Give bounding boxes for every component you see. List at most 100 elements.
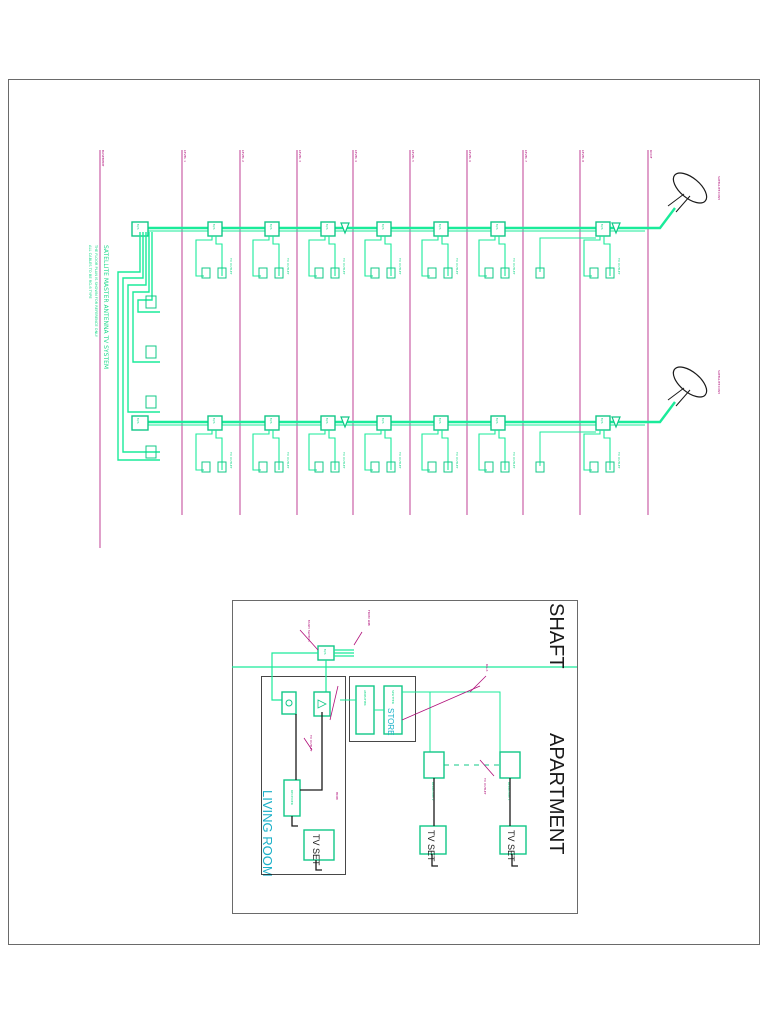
tv-outlet-icon (201, 267, 211, 279)
bedroom-2-tv (419, 825, 447, 855)
tv-outlet-icon (589, 267, 599, 279)
tv-outlet-icon (370, 461, 380, 473)
tv-outlet-caption: TV OUTLET (617, 257, 621, 275)
tv-outlet-icon (217, 267, 227, 279)
floor-label: BASEMENT (101, 150, 105, 167)
tv-outlet-icon (258, 461, 268, 473)
diagram-note-2: ALL CABLES TO BE RG-6 TYPE (88, 245, 92, 299)
tv-outlet-caption: TV OUTLET (398, 451, 402, 469)
riser-splitter-label: M/S (136, 418, 140, 424)
tv-outlet-icon (201, 461, 211, 473)
riser-splitter (490, 415, 506, 431)
tv-outlet-caption: TV OUTLET (398, 257, 402, 275)
tv-outlet-icon (484, 267, 494, 279)
living-room-outlet (281, 691, 297, 715)
riser-splitter-label: M/S (438, 418, 442, 424)
riser-splitter (207, 221, 223, 237)
riser-splitter (490, 221, 506, 237)
tv-outlet-icon (274, 461, 284, 473)
floor-label: LEVEL 7 (524, 150, 528, 162)
store-label: STORE (386, 708, 395, 735)
diagram-title-block: SATELLITE MASTER ANTENNA TV SYSTEM THE F… (88, 244, 109, 369)
riser-splitter-label: M/S (495, 418, 499, 424)
riser-splitter (264, 221, 280, 237)
riser-splitter-label: M/S (136, 224, 140, 230)
living-room-tv (303, 829, 335, 861)
riser-splitter-label: M/S (600, 224, 604, 230)
tv-outlet-caption: TV OUTLET (617, 451, 621, 469)
riser-splitter-label: M/S (325, 418, 329, 424)
tv-outlet-icon (427, 461, 437, 473)
svg-text:HDMI: HDMI (335, 792, 339, 800)
basement-outlets (145, 295, 157, 459)
svg-text:TV OUTLET: TV OUTLET (483, 777, 487, 795)
svg-text:RG-6: RG-6 (485, 664, 489, 671)
tv-outlet-icon (330, 461, 340, 473)
store-area (349, 676, 416, 742)
tv-outlet-caption: TV OUTLET (229, 451, 233, 469)
riser-splitter (131, 415, 149, 431)
floor-label: LEVEL 5 (411, 150, 415, 162)
amplifier-icon (611, 222, 621, 235)
floor-label: LEVEL 2 (241, 150, 245, 162)
shaft-multiswitch-label: M/S (323, 649, 327, 655)
living-room-tv-label: TV SET (311, 834, 321, 866)
riser-splitter-label: M/S (269, 224, 273, 230)
floor-lines (99, 150, 649, 548)
bedroom-cables (431, 778, 518, 867)
riser-splitter (320, 415, 336, 431)
basement-cable-bundle (117, 232, 160, 461)
riser-splitter-label: M/S (438, 224, 442, 230)
tv-outlet-icon (314, 267, 324, 279)
bedroom-1-outlet (499, 751, 521, 779)
amplifier-icon (340, 222, 350, 235)
store-cables (340, 691, 501, 752)
tv-outlet-icon (500, 461, 510, 473)
satellite-dish-label: SATELLITE DISH (717, 370, 721, 394)
riser-splitter-label: M/S (381, 224, 385, 230)
tv-outlet-caption: TV OUTLET (512, 451, 516, 469)
tv-outlet-caption: TV OUTLET (512, 257, 516, 275)
apartment-diagram: SHAFT APARTMENT LIVING ROOM M/S MULTI SW… (232, 600, 578, 914)
living-room-cables (291, 712, 323, 871)
tv-outlet-caption: TV OUTLET (455, 257, 459, 275)
tv-outlet-caption: TV OUTLET (342, 451, 346, 469)
tv-outlet-icon (386, 461, 396, 473)
svg-text:TV OUTLET: TV OUTLET (309, 734, 313, 752)
amplifier-label: AMPLIFIER (363, 690, 367, 706)
riser-splitter (264, 415, 280, 431)
diagram-title: SATELLITE MASTER ANTENNA TV SYSTEM (102, 245, 109, 369)
floor-label: ROOF (649, 150, 653, 159)
bedroom-2-tv-label: TV SET (426, 830, 436, 862)
receiver-label: RECEIVER (290, 790, 294, 805)
shaft-cables (271, 649, 354, 701)
tv-outlet-caption: TV OUTLET (342, 257, 346, 275)
tv-outlet-icon (370, 267, 380, 279)
tv-outlet-icon (443, 461, 453, 473)
apartment-label: APARTMENT (545, 733, 567, 855)
tv-outlet-icon (258, 267, 268, 279)
bedroom-1-tv-label: TV SET (506, 830, 516, 862)
tv-outlet-icon (589, 461, 599, 473)
tv-outlet-icon (427, 267, 437, 279)
tv-outlet-icon (314, 461, 324, 473)
tv-outlet-icon (484, 461, 494, 473)
riser-splitter (376, 221, 392, 237)
living-room-label: LIVING ROOM (260, 790, 275, 877)
tv-outlet-icon (605, 461, 615, 473)
living-room-area (261, 676, 346, 875)
bedroom-1-tv (499, 825, 527, 855)
tv-outlet-icon (217, 461, 227, 473)
satellite-dish-icon (672, 366, 708, 398)
floor-label: LEVEL 1 (183, 150, 187, 162)
bedroom-2-outlet (423, 751, 445, 779)
amplifier-icon (340, 416, 350, 429)
diagram-note-1: THE FLOOR PLAN IS SHOWN FOR REFERENCE ON… (94, 244, 98, 338)
riser-left-block: M/S M/S TV OUTLET M/S TV OUTLET M/S TV OUTLET M… (131, 172, 721, 279)
bedroom-1-label: BEDROOM 1 (507, 782, 511, 801)
satellite-dish-label: SATELLITE DISH (717, 176, 721, 200)
floor-label: LEVEL 3 (298, 150, 302, 162)
